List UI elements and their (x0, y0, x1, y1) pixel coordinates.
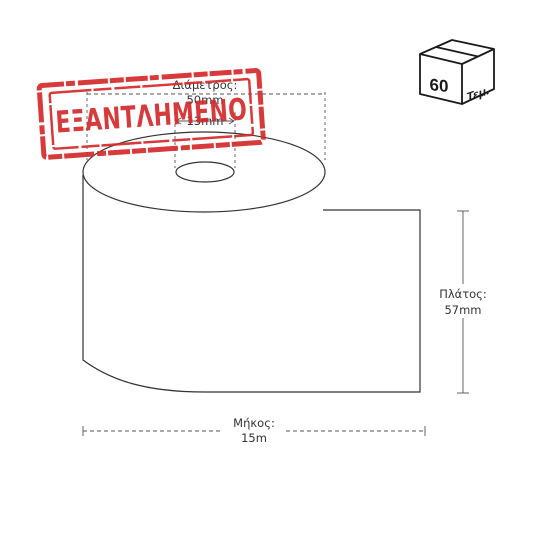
diameter-dimension (86, 92, 326, 168)
roll-core-hole (175, 161, 235, 183)
width-label-backdrop (438, 284, 490, 318)
paper-roll (82, 131, 421, 393)
roll-body-outline (82, 175, 421, 393)
diameter-value: 50mm (186, 93, 223, 107)
length-label: Μήκος: (233, 416, 275, 430)
pack-count: 60 (430, 75, 449, 96)
pack-unit: Τεμ. (467, 83, 490, 104)
length-label-backdrop (220, 416, 286, 446)
cardboard-box-icon (419, 39, 495, 105)
width-value: 57mm (444, 303, 481, 317)
length-value: 15m (241, 431, 267, 445)
stamp-outer-border (36, 68, 266, 160)
width-label: Πλάτος: (439, 287, 487, 301)
stamp-inner-border (48, 77, 255, 150)
core-diameter-value: 13mm (186, 114, 223, 128)
